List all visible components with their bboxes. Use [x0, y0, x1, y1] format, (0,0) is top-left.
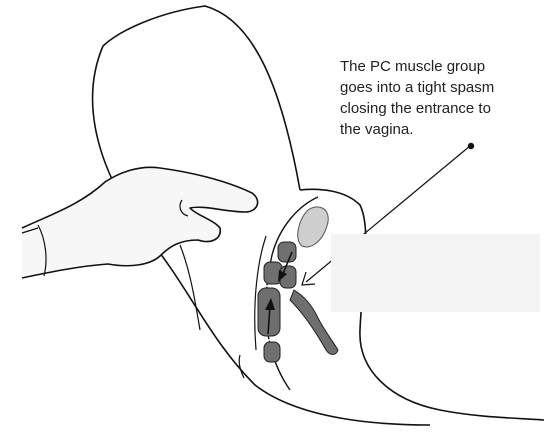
thigh-outline	[102, 5, 301, 191]
leader-arrow-icon	[301, 271, 316, 286]
annotation-line-2: goes into a tight spasm	[340, 79, 495, 96]
thigh-inner-line	[179, 244, 201, 331]
glove-outline	[21, 166, 259, 279]
spasm-arrow-up-head	[265, 298, 275, 310]
muscle-segment-bottom	[263, 341, 281, 363]
pc-muscle-group	[254, 235, 339, 363]
knuckle-line	[179, 199, 189, 217]
small-skin-crease	[238, 354, 245, 379]
wrist-line	[21, 227, 39, 234]
annotation-line-3: closing the entrance to	[340, 100, 491, 117]
annotation-line-1: The PC muscle group	[340, 58, 486, 75]
rectum-muscle-band	[289, 289, 339, 355]
spasm-arrow-up-shaft	[267, 305, 271, 335]
spasm-arrows	[265, 251, 293, 335]
annotation-dot-icon	[467, 142, 475, 150]
spasm-arrow-down-shaft	[281, 251, 293, 277]
annotation-line-4: the vagina.	[340, 121, 414, 138]
body-contour-outline	[91, 45, 431, 426]
bladder-shape	[297, 206, 329, 248]
cuff-line	[37, 224, 47, 277]
annotation-text: The PC muscle group goes into a tight sp…	[340, 56, 540, 140]
gloved-hand	[21, 166, 259, 279]
spasm-arrow-down-head	[278, 270, 287, 282]
gray-overlay-block	[331, 234, 540, 312]
canal-outline-left	[254, 235, 267, 351]
abdomen-outline	[299, 188, 544, 421]
muscle-segment-upper	[277, 241, 297, 263]
vaginal-canal-line	[256, 285, 276, 341]
